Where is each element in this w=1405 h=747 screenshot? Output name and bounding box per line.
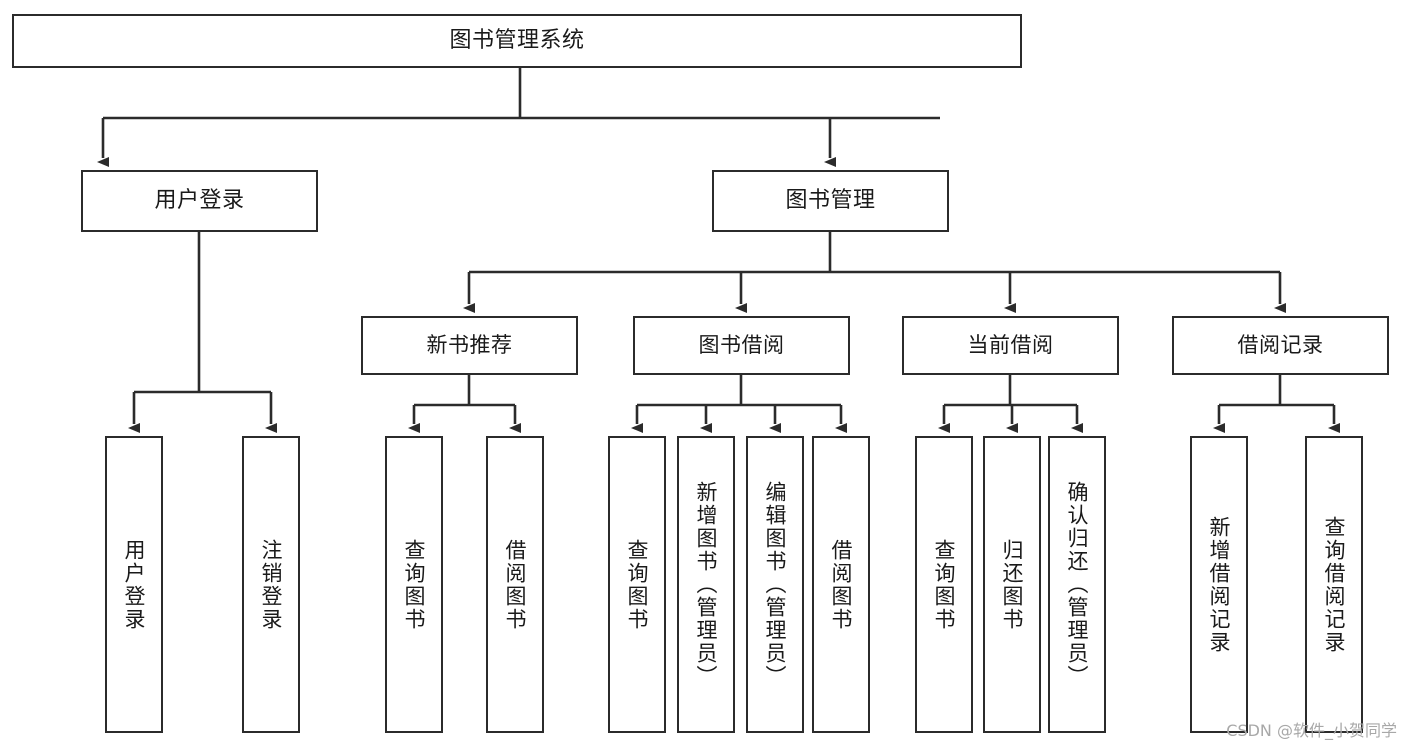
node-leaf-add-book[interactable]: 新增图书（管理员） (677, 436, 735, 733)
node-borrow-record[interactable]: 借阅记录 (1172, 316, 1389, 375)
node-leaf-logout-label: 注销登录 (259, 538, 284, 631)
node-leaf-borrow-book-2-label: 借阅图书 (829, 538, 854, 631)
node-user-login-label: 用户登录 (154, 188, 245, 214)
node-book-borrow-label: 图书借阅 (698, 333, 785, 358)
node-current-borrow[interactable]: 当前借阅 (902, 316, 1119, 375)
node-leaf-confirm-return-label: 确认归还（管理员） (1065, 481, 1090, 688)
node-leaf-query-book-2-label: 查询图书 (625, 538, 650, 631)
node-leaf-add-book-label: 新增图书（管理员） (694, 481, 719, 688)
node-book-borrow[interactable]: 图书借阅 (633, 316, 850, 375)
node-leaf-add-record-label: 新增借阅记录 (1207, 515, 1232, 654)
node-root-label: 图书管理系统 (449, 28, 585, 54)
node-leaf-return-book-label: 归还图书 (1000, 538, 1025, 631)
node-leaf-borrow-book-1[interactable]: 借阅图书 (486, 436, 544, 733)
node-leaf-logout[interactable]: 注销登录 (242, 436, 300, 733)
node-user-login[interactable]: 用户登录 (81, 170, 318, 232)
node-leaf-query-book-3-label: 查询图书 (932, 538, 957, 631)
node-current-borrow-label: 当前借阅 (967, 333, 1054, 358)
node-root[interactable]: 图书管理系统 (12, 14, 1022, 68)
node-leaf-query-book-3[interactable]: 查询图书 (915, 436, 973, 733)
node-leaf-user-login-label: 用户登录 (122, 538, 147, 631)
node-new-book-rec[interactable]: 新书推荐 (361, 316, 578, 375)
node-book-manage[interactable]: 图书管理 (712, 170, 949, 232)
node-leaf-edit-book[interactable]: 编辑图书（管理员） (746, 436, 804, 733)
node-new-book-rec-label: 新书推荐 (426, 333, 513, 358)
node-book-manage-label: 图书管理 (785, 188, 876, 214)
node-leaf-query-record[interactable]: 查询借阅记录 (1305, 436, 1363, 733)
node-leaf-borrow-book-2[interactable]: 借阅图书 (812, 436, 870, 733)
node-leaf-edit-book-label: 编辑图书（管理员） (763, 481, 788, 688)
node-leaf-borrow-book-1-label: 借阅图书 (503, 538, 528, 631)
node-leaf-confirm-return[interactable]: 确认归还（管理员） (1048, 436, 1106, 733)
node-borrow-record-label: 借阅记录 (1237, 333, 1324, 358)
node-leaf-user-login[interactable]: 用户登录 (105, 436, 163, 733)
node-leaf-query-book-1-label: 查询图书 (402, 538, 427, 631)
node-leaf-query-book-2[interactable]: 查询图书 (608, 436, 666, 733)
node-leaf-query-record-label: 查询借阅记录 (1322, 515, 1347, 654)
node-leaf-query-book-1[interactable]: 查询图书 (385, 436, 443, 733)
node-leaf-add-record[interactable]: 新增借阅记录 (1190, 436, 1248, 733)
node-leaf-return-book[interactable]: 归还图书 (983, 436, 1041, 733)
watermark-text: CSDN @软件_小贺同学 (1226, 721, 1397, 740)
